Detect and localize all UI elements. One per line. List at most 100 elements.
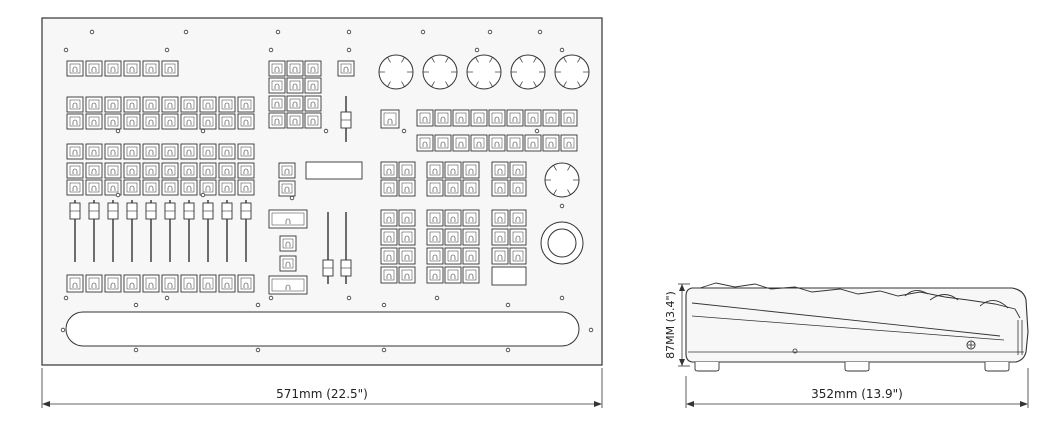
key-face <box>419 112 431 124</box>
key-led <box>530 141 536 147</box>
key-led <box>129 102 135 108</box>
screw-hole <box>164 47 170 53</box>
key-led <box>404 273 410 279</box>
key <box>491 161 509 179</box>
key-face <box>126 116 138 127</box>
key-led <box>548 141 554 147</box>
key-face <box>145 165 157 176</box>
key-face <box>545 112 557 124</box>
key <box>104 113 122 130</box>
key <box>199 274 217 293</box>
key-face <box>307 115 319 126</box>
screw-hole <box>346 47 352 53</box>
key <box>142 274 160 293</box>
key-led <box>440 116 446 122</box>
key-led <box>468 254 474 260</box>
screw-hole <box>323 128 329 134</box>
key <box>524 134 542 152</box>
key-led <box>224 168 230 174</box>
key-led <box>494 141 500 147</box>
key <box>462 179 480 197</box>
key-face <box>465 212 477 224</box>
knob-notch <box>553 189 557 195</box>
key-face <box>107 146 119 157</box>
key <box>123 143 141 160</box>
key-face <box>494 250 506 262</box>
key-face <box>281 183 293 194</box>
key-led <box>515 254 521 260</box>
key-led <box>432 273 438 279</box>
key <box>470 109 488 127</box>
key-led <box>468 216 474 222</box>
key-face <box>202 116 214 127</box>
screw-hole <box>381 302 387 308</box>
key <box>398 247 416 265</box>
key <box>104 143 122 160</box>
height-dimension-label: 87MM (3.4") <box>664 291 677 359</box>
key-led <box>450 273 456 279</box>
key-face <box>164 63 176 74</box>
key-face <box>401 269 413 281</box>
knob-notch <box>533 57 537 63</box>
key <box>560 109 578 127</box>
key-led <box>167 149 173 155</box>
key <box>491 179 509 197</box>
key-face <box>88 99 100 110</box>
key <box>237 96 255 113</box>
key <box>123 274 141 293</box>
key-face <box>202 182 214 193</box>
key <box>199 113 217 130</box>
key-face <box>465 250 477 262</box>
key <box>337 60 355 77</box>
key-led <box>515 186 521 192</box>
key-face <box>447 231 459 243</box>
key <box>161 60 179 77</box>
key <box>434 109 452 127</box>
key-face <box>202 99 214 110</box>
key <box>218 179 236 196</box>
key <box>218 274 236 293</box>
key-face <box>126 277 138 290</box>
knob-notch <box>445 81 449 87</box>
key <box>180 179 198 196</box>
key-led <box>284 168 290 174</box>
screw-hole <box>537 29 543 35</box>
key-face <box>429 269 441 281</box>
key-face <box>512 164 524 176</box>
key-face <box>563 137 575 149</box>
screw-hole <box>487 29 493 35</box>
key <box>509 209 527 227</box>
key-face <box>221 165 233 176</box>
key-led <box>72 119 78 125</box>
screw-hole <box>200 192 206 198</box>
key-face <box>512 182 524 194</box>
key-face <box>164 165 176 176</box>
knob-notch <box>563 81 567 87</box>
key-face <box>126 63 138 74</box>
key-face <box>183 277 195 290</box>
key-led <box>205 282 211 288</box>
key-face <box>447 250 459 262</box>
key-face <box>509 112 521 124</box>
key-face <box>164 99 176 110</box>
screw-hole <box>200 128 206 134</box>
key-face <box>88 165 100 176</box>
key-face <box>340 63 352 74</box>
key-led <box>72 185 78 191</box>
key-led <box>468 186 474 192</box>
key-face <box>512 212 524 224</box>
key-face <box>126 99 138 110</box>
enter-key <box>491 266 527 286</box>
key-face <box>221 116 233 127</box>
key <box>509 161 527 179</box>
key <box>161 96 179 113</box>
key <box>142 96 160 113</box>
key-face <box>494 212 506 224</box>
key-led <box>285 241 291 247</box>
key-led <box>205 149 211 155</box>
key-led <box>205 102 211 108</box>
key <box>380 247 398 265</box>
key <box>279 235 297 252</box>
key <box>444 179 462 197</box>
key-face <box>164 116 176 127</box>
